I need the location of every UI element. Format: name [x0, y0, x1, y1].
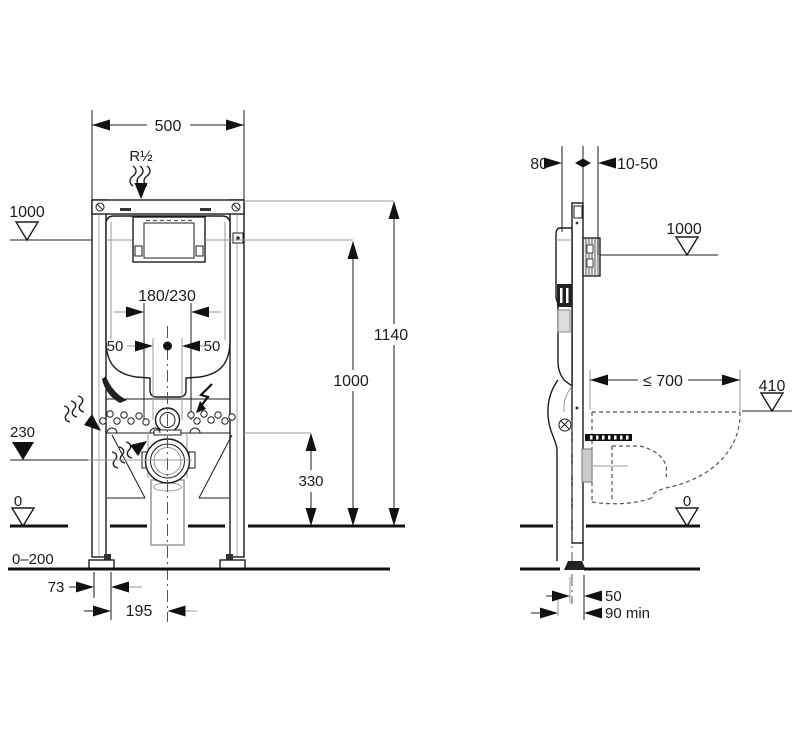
- dim-offset-50-right-label: 50: [204, 338, 221, 355]
- level-marker-open-icon: [10, 507, 36, 528]
- level-230: 230: [10, 424, 192, 461]
- protection-box: [582, 237, 601, 277]
- side-frame-profile: [547, 202, 586, 604]
- fittings-band: [99, 303, 236, 436]
- level-marker-open-icon: [759, 392, 785, 413]
- side-floor-lines: [520, 524, 700, 571]
- dim-height-1000-label: 1000: [333, 373, 369, 390]
- level-410: 410: [742, 378, 792, 413]
- dim-195: 195: [84, 603, 197, 620]
- dim-90-min-label: 90 min: [605, 605, 650, 622]
- dim-hole-spacing-label: 180/230: [138, 288, 196, 305]
- front-view: 500 R½ 1000 180/230 50 50: [8, 110, 408, 622]
- level-230-label: 230: [10, 424, 35, 441]
- dim-front-width-label: 500: [155, 118, 182, 135]
- dim-height-1140-label: 1140: [374, 327, 409, 344]
- level-marker-open-icon: [14, 221, 40, 242]
- cistern: [102, 215, 231, 403]
- mounting-bolts-right: [187, 410, 236, 425]
- dim-height-1140: 1140: [244, 200, 409, 526]
- dim-50-label: 50: [605, 588, 622, 605]
- water-supply-icon: [129, 165, 151, 199]
- dim-73-label: 73: [48, 579, 65, 596]
- level-marker-filled-icon: [12, 442, 34, 460]
- floor-lines: [8, 524, 405, 571]
- dim-hole-spacing: 180/230: [114, 288, 221, 318]
- level-marker-open-icon: [674, 236, 700, 257]
- level-0-left-label: 0: [14, 493, 22, 510]
- level-0-left: 0: [10, 493, 36, 528]
- dim-offset-50: 50 50: [107, 338, 221, 355]
- dim-195-label: 195: [126, 603, 153, 620]
- dim-pan-length-label: ≤ 700: [643, 373, 683, 390]
- level-0-side-label: 0: [683, 493, 691, 510]
- level-marker-open-icon: [674, 507, 700, 528]
- inspection-opening: [132, 216, 206, 263]
- flush-valve: [557, 284, 572, 307]
- level-410-label: 410: [759, 378, 786, 395]
- dim-depth-80-label: 80: [530, 156, 548, 173]
- water-flow-icon: [63, 395, 101, 431]
- side-foot: [564, 561, 586, 570]
- clamp-wedge: [102, 376, 127, 403]
- level-1000-left-label: 1000: [9, 204, 45, 221]
- dim-depth-80: 80 10-50: [530, 146, 658, 255]
- dim-offset-50-left-label: 50: [107, 338, 124, 355]
- actuator-rod-port: [232, 232, 244, 244]
- fixing-bracket: [581, 448, 593, 483]
- center-dot: [163, 341, 172, 351]
- dim-height-330: 330: [244, 432, 324, 526]
- dim-pan-length: ≤ 700: [589, 370, 741, 411]
- level-0-side: 0: [674, 493, 700, 528]
- side-view: 80 10-50 1000 ≤ 700 410 0: [520, 146, 792, 622]
- lightning-icon: [196, 383, 213, 413]
- dim-73: 73: [48, 572, 142, 620]
- supply-thread-label: R½: [129, 148, 153, 165]
- double-arrow-icon: [575, 158, 591, 168]
- corner-screw-icon: [95, 202, 105, 212]
- level-1000-side: 1000: [600, 221, 718, 257]
- dim-90-min: 90 min: [531, 600, 650, 622]
- outlet-assembly: [107, 326, 233, 622]
- level-1000-left: 1000: [9, 204, 353, 242]
- floor-range-label: 0–200: [12, 551, 54, 568]
- corner-screw-icon: [231, 202, 241, 212]
- side-outlet-bend: [547, 379, 559, 450]
- dim-front-width: 500: [91, 110, 245, 199]
- dim-height-330-label: 330: [298, 473, 323, 490]
- dim-50: 50: [546, 575, 622, 620]
- dim-wall-gap-label: 10-50: [617, 156, 658, 173]
- level-1000-side-label: 1000: [666, 221, 702, 238]
- dim-height-1000: 1000: [333, 241, 369, 526]
- mounting-bolts-left: [99, 410, 150, 426]
- wc-pan-outline: [581, 411, 741, 505]
